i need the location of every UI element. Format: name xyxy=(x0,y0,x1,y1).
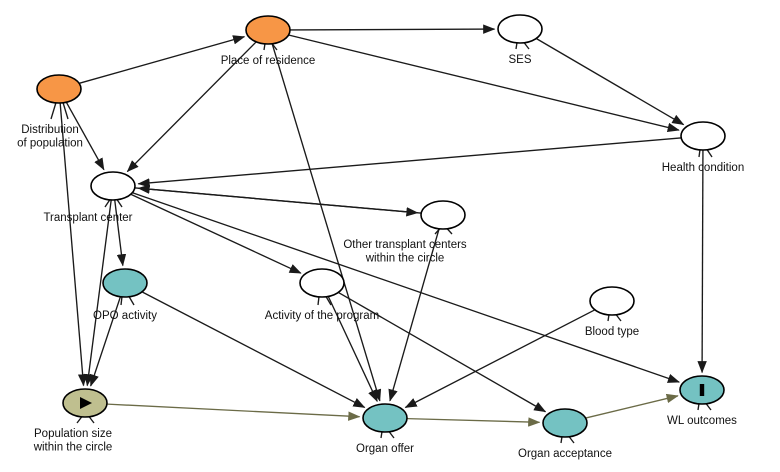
edge-distribution_of_population-to-transplant_center xyxy=(66,102,105,171)
edge-distribution_of_population-to-population_size xyxy=(59,103,88,387)
exposure-triangle-icon xyxy=(80,397,92,409)
node-distribution_of_population[interactable] xyxy=(36,74,82,104)
node-ellipse-activity_of_the_program[interactable] xyxy=(299,268,345,298)
node-label-place_of_residence: Place of residence xyxy=(221,55,316,67)
node-wl_outcomes[interactable] xyxy=(679,375,725,405)
node-label-transplant_center: Transplant center xyxy=(43,212,132,224)
leader-line-alt-organ_offer xyxy=(388,431,395,439)
node-layer xyxy=(36,14,726,438)
leader-line-alt-ses xyxy=(523,42,530,50)
edge-opo_activity-to-organ_offer xyxy=(142,291,366,409)
edge-place_of_residence-to-transplant_center xyxy=(126,41,257,173)
edge-place_of_residence-to-organ_offer xyxy=(271,44,382,402)
edge-transplant_center-to-activity_of_the_program xyxy=(130,193,302,274)
node-blood_type[interactable] xyxy=(589,286,635,316)
outcome-bar-icon xyxy=(699,384,705,396)
edge-distribution_of_population-to-place_of_residence xyxy=(79,35,246,84)
node-other_transplant_centers[interactable] xyxy=(420,200,466,230)
leader-line-alt-population_size xyxy=(88,416,95,424)
node-ellipse-organ_offer[interactable] xyxy=(362,403,408,433)
edge-organ_acceptance-to-wl_outcomes xyxy=(585,393,679,419)
node-ellipse-blood_type[interactable] xyxy=(589,286,635,316)
edge-activity_of_the_program-to-organ_acceptance xyxy=(338,292,547,413)
leader-line-alt-wl_outcomes xyxy=(705,403,712,411)
node-ellipse-distribution_of_population[interactable] xyxy=(36,74,82,104)
node-activity_of_the_program[interactable] xyxy=(299,268,345,298)
edge-layer xyxy=(50,24,713,444)
leader-line-alt-transplant_center xyxy=(116,199,123,208)
edge-transplant_center-to-population_size xyxy=(84,200,112,387)
edge-transplant_center-to-opo_activity xyxy=(114,200,127,267)
leader-line-alt-distribution_of_population xyxy=(62,102,69,120)
node-label-health_condition: Health condition xyxy=(662,162,744,174)
leader-line-alt-blood_type xyxy=(615,314,622,322)
edge-health_condition-to-transplant_center xyxy=(137,137,681,188)
edge-place_of_residence-to-health_condition xyxy=(288,34,680,133)
node-label-wl_outcomes: WL outcomes xyxy=(667,415,737,427)
node-ses[interactable] xyxy=(497,14,543,44)
leader-line-distribution_of_population xyxy=(50,102,57,120)
node-organ_acceptance[interactable] xyxy=(542,408,588,438)
node-health_condition[interactable] xyxy=(680,121,726,151)
node-ellipse-ses[interactable] xyxy=(497,14,543,44)
leader-line-alt-organ_acceptance xyxy=(568,436,575,444)
node-ellipse-opo_activity[interactable] xyxy=(102,268,148,298)
node-label-opo_activity: OPO activity xyxy=(93,310,157,322)
leader-line-alt-opo_activity xyxy=(128,296,135,306)
node-organ_offer[interactable] xyxy=(362,403,408,433)
node-ellipse-transplant_center[interactable] xyxy=(90,171,136,201)
node-opo_activity[interactable] xyxy=(102,268,148,298)
leader-line-opo_activity xyxy=(120,296,123,306)
node-label-activity_of_the_program: Activity of the program xyxy=(265,310,379,322)
edge-ses-to-health_condition xyxy=(536,38,685,126)
node-transplant_center[interactable] xyxy=(90,171,136,201)
edge-opo_activity-to-population_size xyxy=(89,296,121,387)
edge-place_of_residence-to-ses xyxy=(290,24,496,34)
node-ellipse-organ_acceptance[interactable] xyxy=(542,408,588,438)
node-ellipse-place_of_residence[interactable] xyxy=(245,15,291,45)
edge-health_condition-to-wl_outcomes xyxy=(697,150,707,374)
leader-line-health_condition xyxy=(698,149,701,158)
node-label-blood_type: Blood type xyxy=(585,326,639,338)
leader-line-alt-health_condition xyxy=(706,149,713,158)
node-label-organ_offer: Organ offer xyxy=(356,443,414,455)
leader-line-alt-activity_of_the_program xyxy=(325,296,332,306)
node-ellipse-other_transplant_centers[interactable] xyxy=(420,200,466,230)
leader-line-transplant_center xyxy=(104,199,111,208)
edge-other_transplant_centers-to-organ_offer xyxy=(388,229,440,402)
node-label-ses: SES xyxy=(508,54,531,66)
edge-population_size-to-organ_offer xyxy=(107,403,361,421)
node-ellipse-health_condition[interactable] xyxy=(680,121,726,151)
node-place_of_residence[interactable] xyxy=(245,15,291,45)
edge-transplant_center-to-other_transplant_centers xyxy=(135,187,419,217)
edge-blood_type-to-organ_offer xyxy=(404,309,595,409)
edge-transplant_center-to-wl_outcomes xyxy=(132,192,680,383)
node-label-organ_acceptance: Organ acceptance xyxy=(518,448,612,460)
leader-line-activity_of_the_program xyxy=(317,296,320,306)
edge-activity_of_the_program-to-organ_offer xyxy=(327,296,378,403)
node-population_size[interactable] xyxy=(62,388,108,418)
edge-organ_offer-to-organ_acceptance xyxy=(407,417,541,427)
leader-line-alt-place_of_residence xyxy=(271,43,278,51)
